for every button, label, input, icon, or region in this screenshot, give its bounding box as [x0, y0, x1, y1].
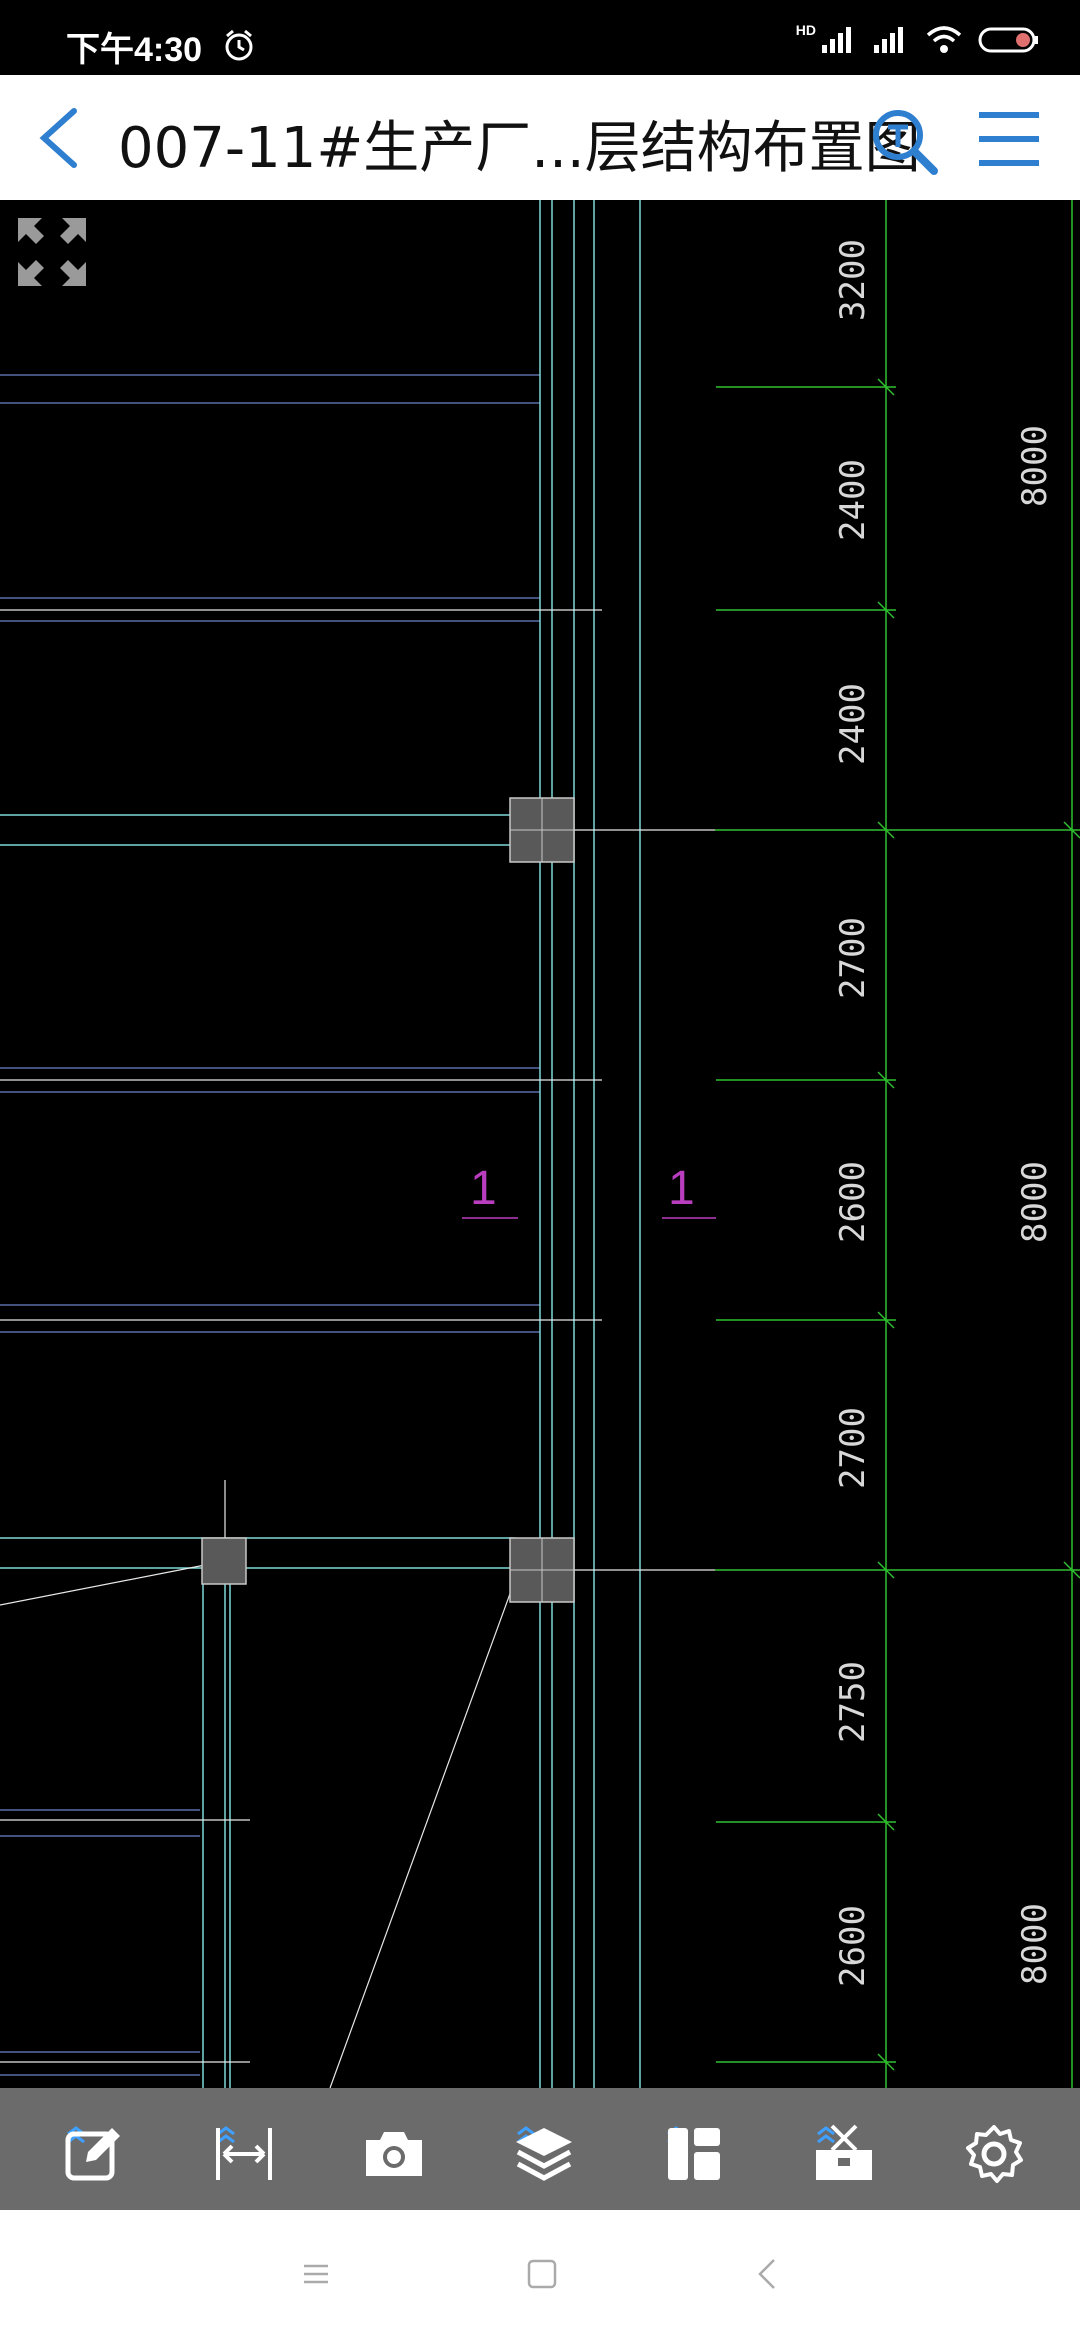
back-arrow-icon[interactable] [30, 105, 90, 171]
dimension-label: 2400 [833, 459, 873, 541]
dimension-label: 2600 [833, 1905, 873, 1987]
alarm-icon [225, 29, 253, 61]
section-mark: 1 [470, 1162, 497, 1215]
camera-tool-button[interactable] [342, 2088, 442, 2210]
settings-tool-button[interactable] [942, 2088, 1042, 2210]
toolbox-tool-button[interactable] [792, 2088, 892, 2210]
layers-icon [516, 2128, 572, 2181]
edit-tool-button[interactable] [42, 2088, 142, 2210]
recent-apps-icon[interactable] [296, 2254, 336, 2294]
cad-drawing[interactable]: 1 1 3200 2400 2400 2700 2600 2700 2750 2… [0, 200, 1080, 2089]
camera-icon [366, 2132, 422, 2176]
section-mark: 1 [668, 1162, 695, 1215]
system-nav-bar [0, 2210, 1080, 2340]
back-icon[interactable] [748, 2254, 788, 2294]
status-icons: HD [796, 22, 1040, 58]
toolbox-icon [816, 2124, 872, 2180]
drawing-canvas[interactable]: 1 1 3200 2400 2400 2700 2600 2700 2750 2… [0, 200, 1080, 2089]
layout-icon [668, 2128, 720, 2180]
dimension-label: 8000 [1015, 1161, 1055, 1243]
drawing-title: 007-11#生产厂...层结构布置图 [118, 116, 921, 181]
signal-icon-2 [874, 27, 903, 53]
chevron-up-icon [217, 2126, 235, 2144]
hd-badge: HD [795, 22, 816, 38]
battery-icon [978, 27, 1038, 53]
signal-icon-1 [822, 27, 851, 53]
app-header: 007-11#生产厂...层结构布置图 [0, 75, 1080, 201]
dimension-label: 8000 [1015, 1903, 1055, 1985]
dimension-label: 2600 [833, 1161, 873, 1243]
layout-tool-button[interactable] [642, 2088, 742, 2210]
dimension-label: 2700 [833, 1407, 873, 1489]
status-bar: 下午4:30 HD [0, 0, 1080, 75]
menu-icon[interactable] [975, 107, 1043, 171]
dimension-label: 8000 [1015, 425, 1055, 507]
measure-icon [216, 2128, 272, 2180]
settings-icon [966, 2125, 1023, 2183]
status-time: 下午4:30 [66, 31, 203, 69]
dimension-label: 2750 [833, 1661, 873, 1743]
wifi-icon [926, 26, 962, 53]
measure-tool-button[interactable] [192, 2088, 292, 2210]
dimension-label: 2400 [833, 683, 873, 765]
layers-tool-button[interactable] [492, 2088, 592, 2210]
chevron-up-icon [817, 2126, 835, 2144]
bottom-toolbar [0, 2088, 1080, 2210]
fullscreen-icon[interactable] [14, 214, 90, 290]
dimension-label: 3200 [833, 239, 873, 321]
home-icon[interactable] [522, 2254, 562, 2294]
dimension-label: 2700 [833, 917, 873, 999]
column-markers [201, 797, 575, 1603]
edit-icon [65, 2128, 120, 2181]
text-search-icon[interactable] [870, 107, 940, 177]
